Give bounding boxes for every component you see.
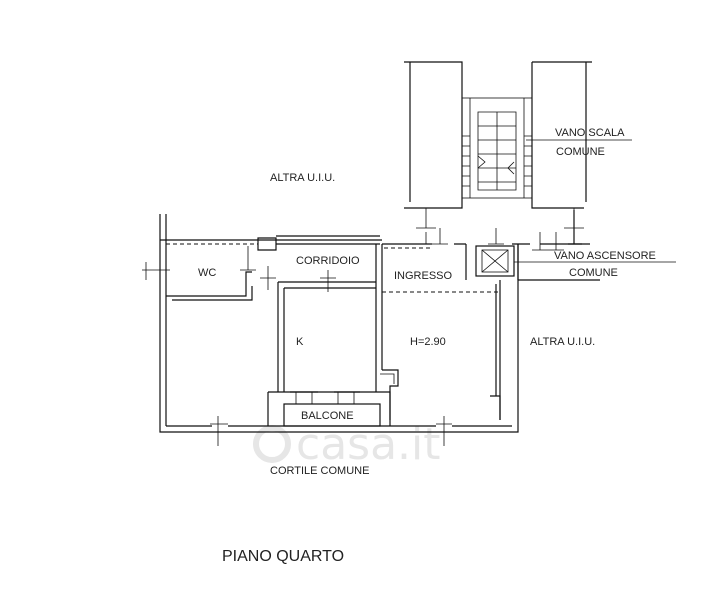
- door-markers: [142, 208, 584, 446]
- label-ceiling-height: H=2.90: [410, 336, 446, 348]
- outer-walls: [159, 210, 600, 433]
- label-altra-uiu-right: ALTRA U.I.U.: [530, 336, 595, 348]
- label-balcone: BALCONE: [301, 410, 354, 422]
- watermark-text: casa.it: [296, 419, 441, 470]
- elevator-shaft: [475, 245, 676, 277]
- interior-walls: [166, 244, 501, 420]
- label-ingresso: INGRESSO: [394, 270, 453, 282]
- balcony: [267, 391, 391, 427]
- stair-core: [404, 61, 632, 209]
- label-vano-ascensore: VANO ASCENSORE: [554, 250, 656, 262]
- label-altra-uiu-top: ALTRA U.I.U.: [270, 172, 335, 184]
- floor-title: PIANO QUARTO: [222, 548, 344, 565]
- label-corridoio: CORRIDOIO: [296, 255, 360, 267]
- label-wc: WC: [198, 267, 216, 279]
- label-vano-scala: VANO SCALA: [555, 127, 625, 139]
- watermark: casa.it: [253, 419, 441, 470]
- label-vano-ascensore-comune: COMUNE: [569, 267, 618, 279]
- label-cortile-comune: CORTILE COMUNE: [270, 465, 369, 477]
- label-vano-scala-comune: COMUNE: [556, 146, 605, 158]
- stair-treads: [462, 125, 532, 187]
- label-kitchen: K: [296, 336, 304, 348]
